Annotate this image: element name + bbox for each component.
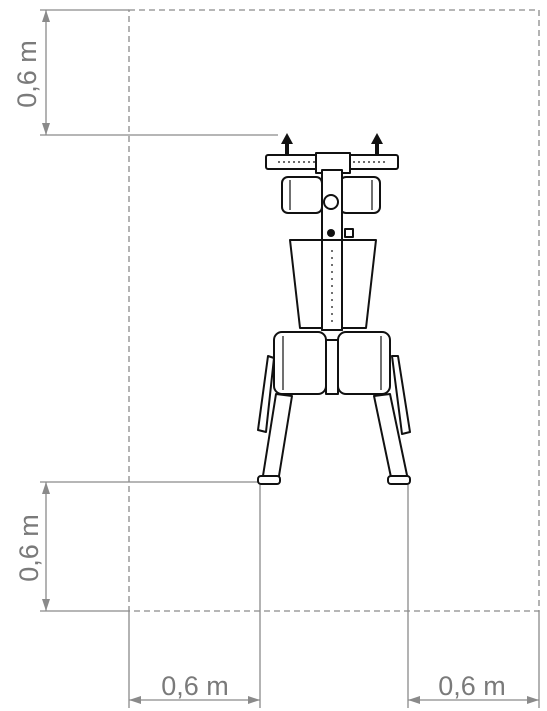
knob-left-stem (285, 144, 289, 154)
dimension-top-left: 0,6 m (12, 9, 278, 136)
arrowhead (42, 599, 50, 611)
safety-zone-outline (128, 9, 540, 612)
dimension-bottom-horizontal-right: 0,6 m (407, 485, 540, 708)
dimension-label: 0,6 m (14, 514, 44, 582)
knob-right-stem (375, 144, 379, 154)
lower-pad-left (273, 331, 327, 395)
arrowhead (248, 696, 260, 704)
upper-pad-left (281, 176, 323, 214)
dimension-label: 0,6 m (12, 40, 42, 108)
pin-tab (344, 228, 354, 238)
pin (327, 229, 335, 237)
knob-right (371, 133, 383, 144)
foot-right (387, 475, 411, 485)
arrowhead (408, 696, 420, 704)
arrowhead (42, 123, 50, 135)
knob-left (281, 133, 293, 144)
upper-pad-right (339, 176, 381, 214)
pivot-knob (323, 194, 339, 210)
arrowhead (42, 482, 50, 494)
dimension-label: 0,6 m (161, 671, 229, 701)
equipment-top-view (257, 133, 411, 485)
side-handle-left (257, 355, 275, 433)
side-handle-right (391, 355, 411, 435)
lower-frame (325, 339, 339, 395)
foot-left (257, 475, 281, 485)
dimension-label: 0,6 m (438, 671, 506, 701)
arrowhead (42, 10, 50, 22)
dimension-bottom-horizontal-left: 0,6 m (128, 485, 261, 708)
lower-pad-right (337, 331, 391, 395)
top-handle-knobs (281, 133, 383, 154)
arrowhead (129, 696, 141, 704)
dimension-bottom-left: 0,6 m (14, 481, 262, 612)
arrowhead (527, 696, 539, 704)
